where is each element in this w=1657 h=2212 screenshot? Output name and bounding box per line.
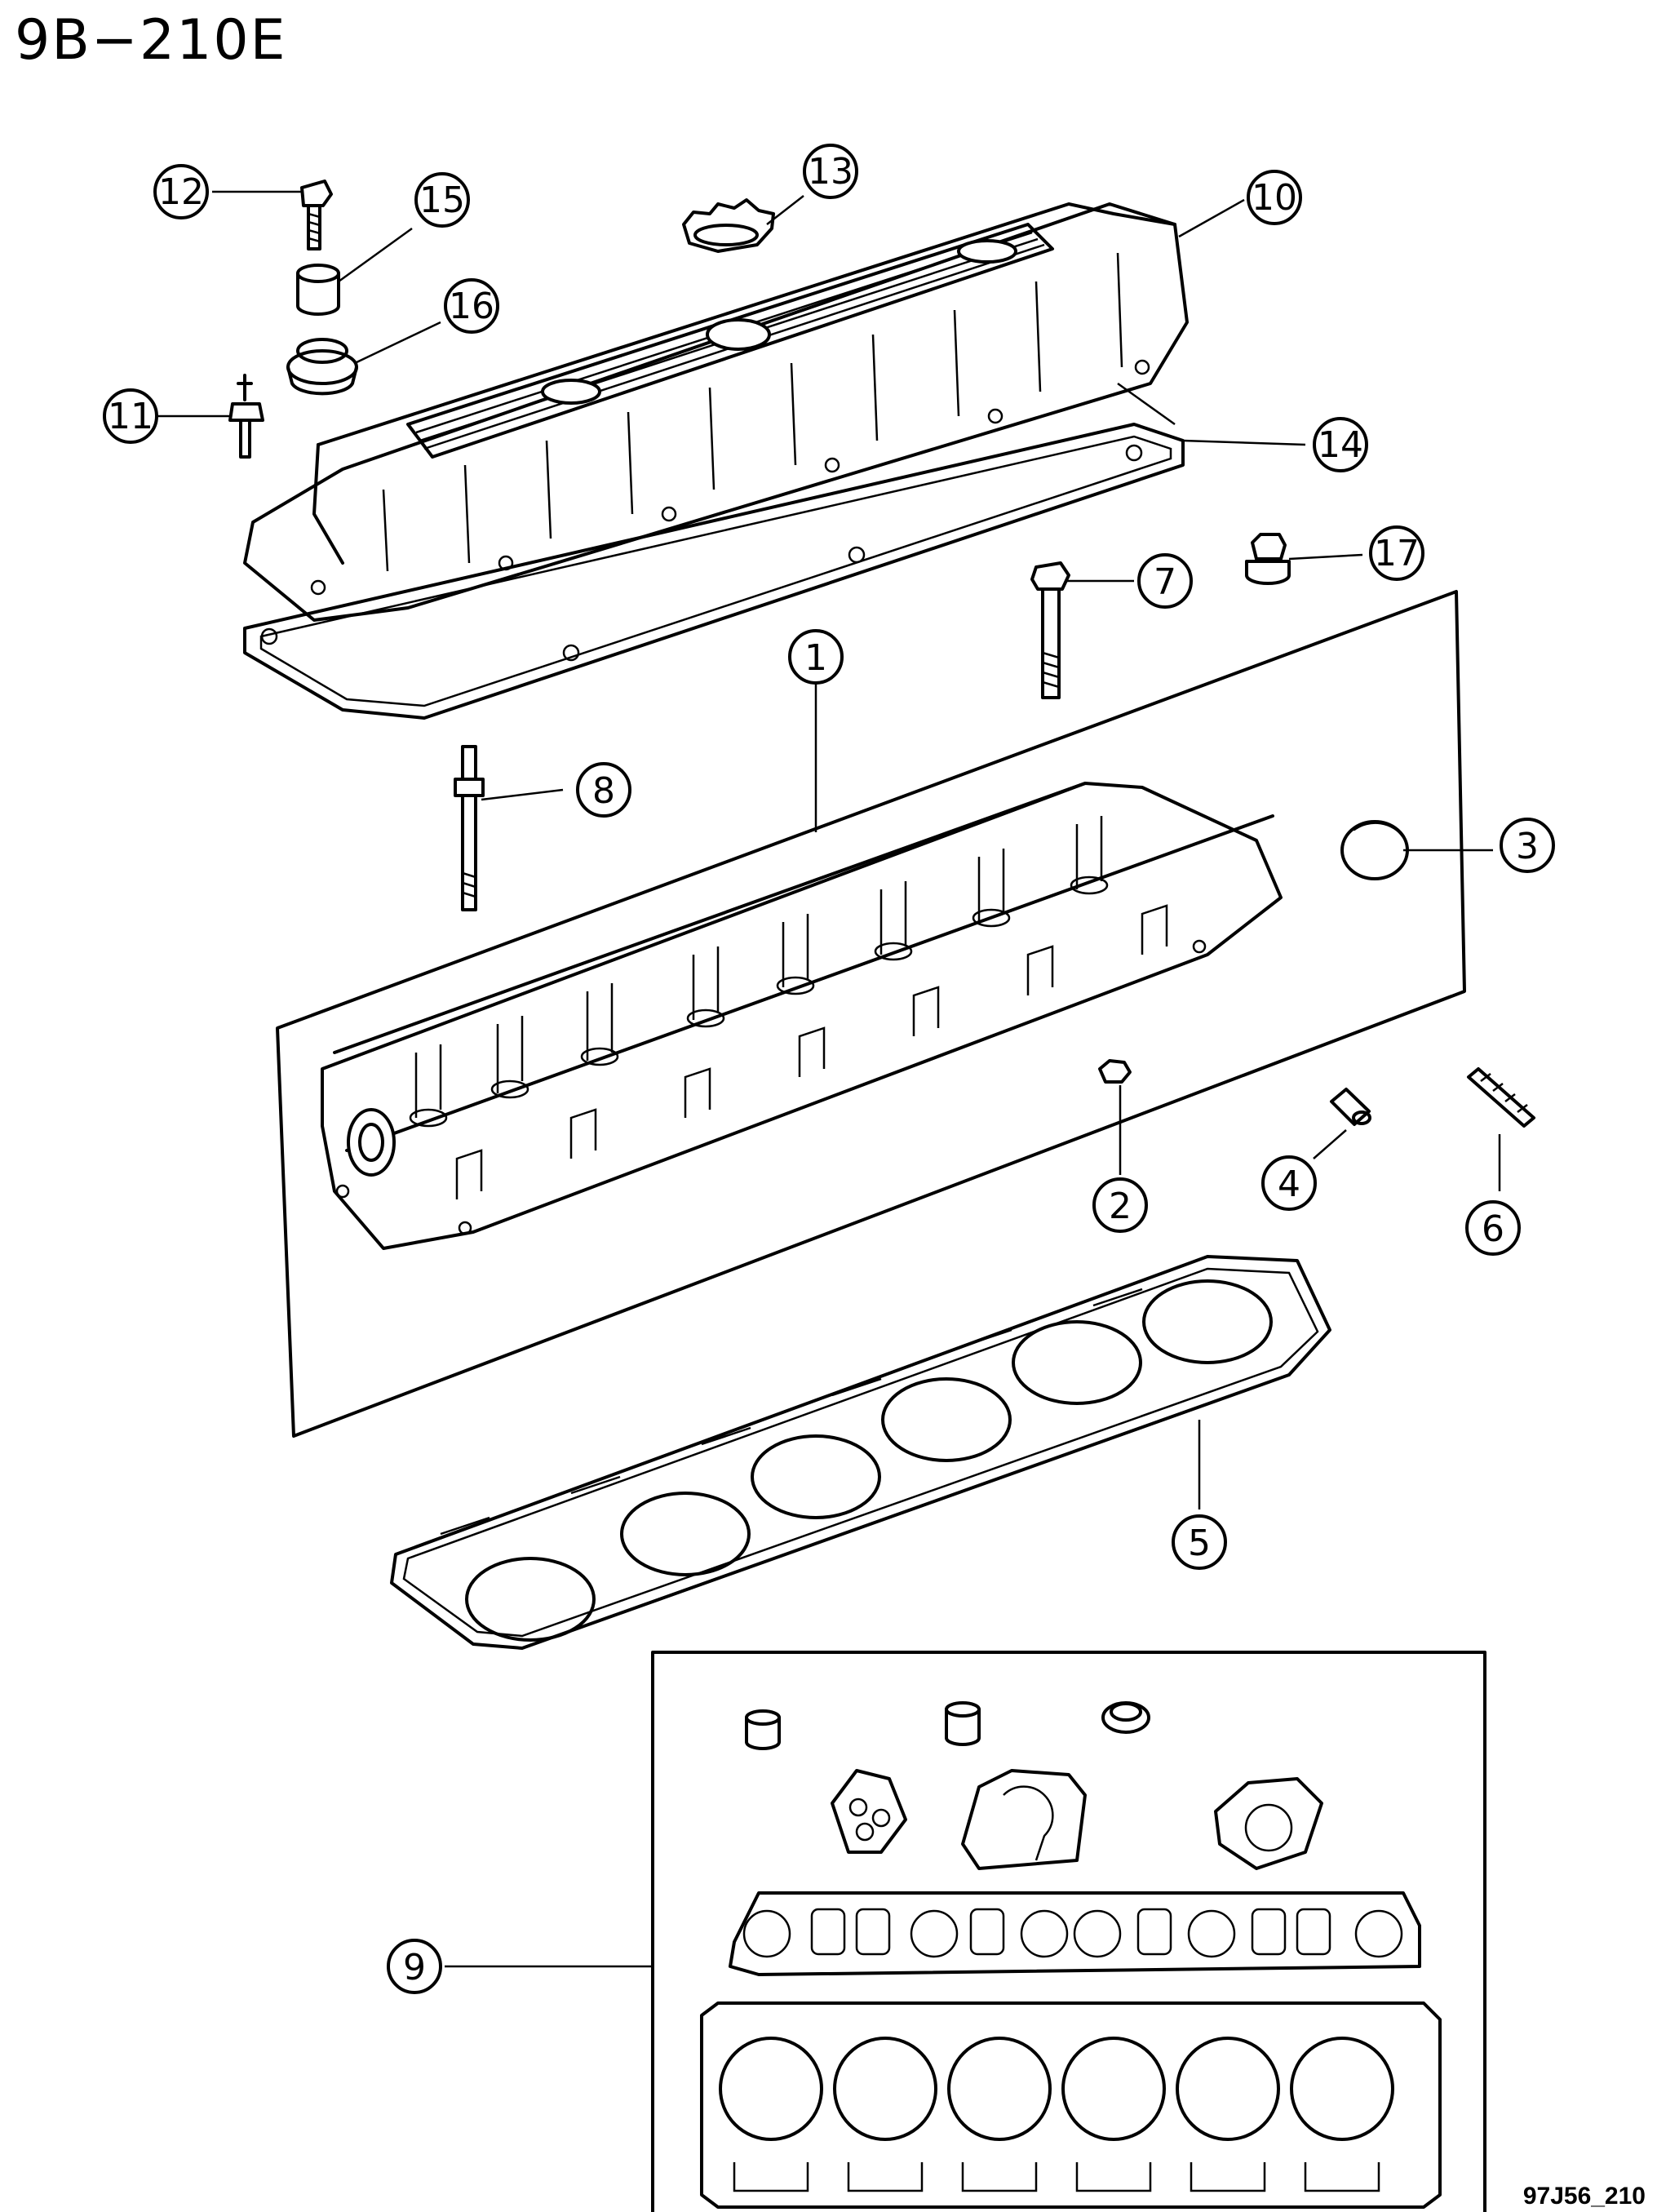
callout-13-label: 13 — [808, 151, 853, 193]
figure-code: 97J56_210 — [1522, 2183, 1646, 2210]
callout-8: 8 — [576, 762, 631, 818]
page-code: 9B−210E — [15, 8, 287, 73]
cylinder-head-drawing — [276, 590, 1466, 1438]
pcv-valve-11-drawing — [228, 374, 264, 459]
stud-8-drawing — [454, 745, 485, 911]
callout-11: 11 — [103, 388, 158, 444]
oil-filler-cap-13-drawing — [682, 198, 775, 253]
spacer-15-drawing — [296, 264, 340, 316]
callout-3: 3 — [1500, 818, 1555, 873]
callout-7: 7 — [1137, 553, 1193, 609]
callout-3-label: 3 — [1516, 826, 1539, 867]
callout-15: 15 — [414, 172, 470, 228]
head-gasket-5-drawing — [390, 1255, 1331, 1650]
grommet-16-drawing — [286, 338, 358, 396]
callout-11-label: 11 — [108, 396, 153, 437]
callout-10-label: 10 — [1252, 177, 1297, 219]
head-bolt-7-drawing — [1030, 561, 1070, 699]
callout-2: 2 — [1092, 1177, 1148, 1233]
cover-gasket-drawing — [243, 382, 1185, 720]
callout-17: 17 — [1369, 525, 1424, 581]
gasket-kit-9-drawing — [651, 1651, 1486, 2212]
core-plug-3-drawing — [1340, 820, 1409, 880]
callout-6-label: 6 — [1482, 1208, 1504, 1250]
plug-17-drawing — [1245, 533, 1291, 585]
callout-4-label: 4 — [1278, 1164, 1300, 1205]
callout-1-label: 1 — [804, 637, 827, 679]
callout-14: 14 — [1313, 417, 1368, 472]
callout-10: 10 — [1247, 170, 1302, 225]
callout-9: 9 — [387, 1939, 442, 1994]
callout-7-label: 7 — [1154, 561, 1176, 603]
callout-2-label: 2 — [1109, 1186, 1132, 1227]
callout-14-label: 14 — [1318, 424, 1363, 466]
callout-17-label: 17 — [1374, 533, 1420, 574]
callout-9-label: 9 — [403, 1947, 426, 1988]
stud-6-drawing — [1467, 1067, 1535, 1128]
callout-12: 12 — [153, 164, 209, 219]
callout-8-label: 8 — [592, 770, 615, 812]
callout-12-label: 12 — [158, 171, 204, 213]
callout-1: 1 — [788, 629, 844, 685]
callout-16: 16 — [444, 278, 499, 334]
callout-15-label: 15 — [419, 180, 465, 221]
dowel-pin-4-drawing — [1330, 1088, 1371, 1126]
callout-16-label: 16 — [449, 286, 494, 327]
cylinder-head-cover-drawing — [243, 202, 1189, 622]
callout-5: 5 — [1172, 1514, 1227, 1570]
plug-2-drawing — [1098, 1059, 1132, 1084]
callout-6: 6 — [1465, 1200, 1521, 1256]
callout-13: 13 — [803, 144, 858, 199]
callout-5-label: 5 — [1188, 1523, 1211, 1564]
bolt-12-drawing — [300, 180, 333, 250]
leader-lines — [157, 190, 1501, 1968]
callout-4: 4 — [1261, 1155, 1317, 1211]
